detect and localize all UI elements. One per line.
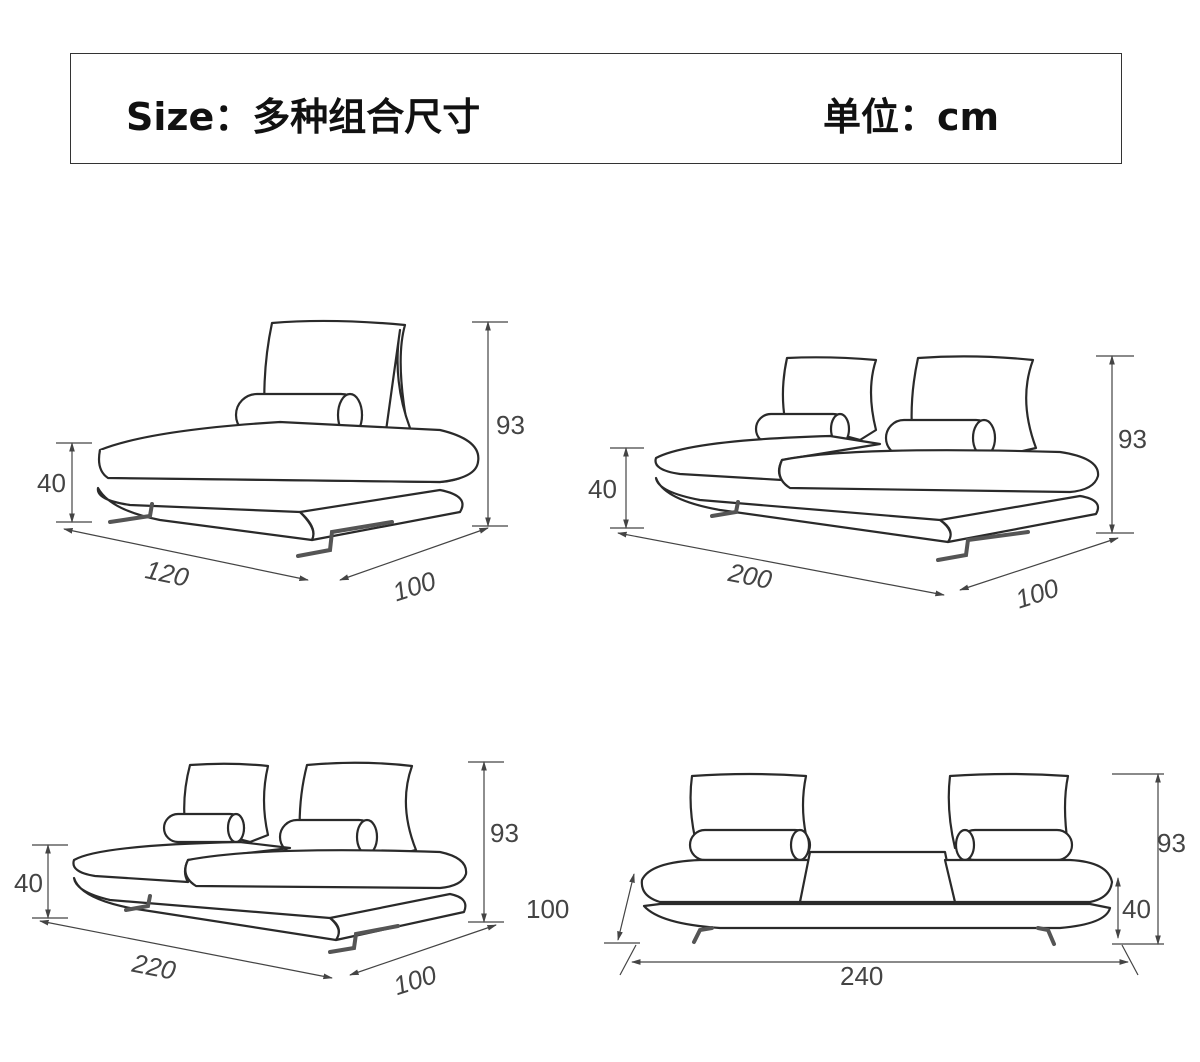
seat-height-label: 40: [14, 868, 43, 898]
backrest-left: [689, 772, 808, 840]
width-label: 120: [143, 554, 192, 592]
bolster-end: [954, 828, 976, 862]
extra-dimension-label: 100: [526, 894, 569, 924]
depth-label: 100: [1012, 572, 1063, 614]
height-label: 93: [1118, 424, 1147, 454]
depth-label: 100: [390, 959, 441, 1001]
height-label: 93: [1157, 828, 1186, 858]
size-title: Size：多种组合尺寸: [126, 95, 481, 139]
header-box: Size：多种组合尺寸 单位：cm: [70, 53, 1122, 164]
seat-left: [640, 858, 812, 904]
sofa-diagram-4: 93 40 240: [604, 772, 1186, 991]
seat-right: [943, 858, 1114, 904]
height-label: 93: [496, 410, 525, 440]
bolster-end: [355, 818, 379, 856]
width-label: 240: [840, 961, 883, 991]
seat-middle: [798, 850, 957, 904]
bolster-end: [789, 828, 811, 862]
leg: [108, 502, 154, 524]
sofa-diagram-1: 93 40 120 100: [37, 319, 525, 607]
leg: [692, 926, 714, 944]
bolster-end: [226, 812, 246, 844]
seat-height-label: 40: [37, 468, 66, 498]
sofa-base: [96, 486, 315, 542]
unit-label: 单位：cm: [823, 95, 1000, 139]
bolster-pillow: [958, 828, 1074, 862]
seat-height-label: 40: [1122, 894, 1151, 924]
leg: [710, 500, 740, 518]
width-label: 200: [725, 557, 775, 595]
sofa-base-right: [938, 494, 1100, 544]
leg: [124, 894, 152, 912]
sofa-diagram-3: 93 40 220 100 100: [14, 761, 569, 1001]
seat-height-label: 40: [588, 474, 617, 504]
width-label: 220: [129, 948, 179, 986]
depth-label: 100: [389, 565, 440, 607]
seat-right: [778, 449, 1100, 494]
seat-front: [97, 449, 480, 484]
height-label: 93: [490, 818, 519, 848]
sofa-base-right: [298, 488, 464, 542]
leg: [296, 520, 394, 558]
sofa-base-right: [328, 892, 467, 942]
sofa-diagram-2: 93 40 200 100: [588, 355, 1147, 614]
sofa-base: [642, 902, 1112, 930]
seat-right: [184, 849, 468, 890]
leg: [1036, 926, 1056, 946]
